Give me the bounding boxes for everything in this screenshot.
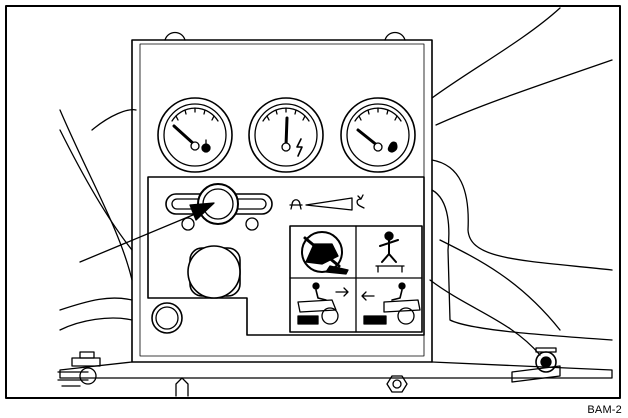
oil-pressure-gauge <box>340 97 416 173</box>
ignition-control[interactable] <box>187 245 241 299</box>
machine-background <box>59 7 613 356</box>
indicator-lamp-right <box>245 217 259 231</box>
turtle-icon <box>289 199 303 210</box>
safety-decals <box>289 225 423 333</box>
callout-arrow <box>79 202 215 263</box>
decal-plate <box>147 176 425 336</box>
temperature-gauge <box>157 97 233 173</box>
oil-can-icon <box>387 141 398 153</box>
mower-forward-icon <box>297 282 349 325</box>
thermometer-icon <box>201 139 211 153</box>
hour-meter-button[interactable] <box>151 302 183 334</box>
latch-right-icon <box>511 347 561 383</box>
hex-nut-icon <box>386 375 408 393</box>
panel-housing <box>59 31 613 379</box>
frame-details <box>57 347 561 397</box>
seat-operator-icon <box>375 231 405 273</box>
rollover-hazard-icon <box>301 231 349 275</box>
mower-reverse-icon <box>361 282 421 325</box>
figure-caption: BAM-2 <box>587 404 622 416</box>
rabbit-icon <box>356 194 365 209</box>
voltage-gauge <box>248 97 324 173</box>
throttle-speed-scale <box>289 194 365 211</box>
bolt-left-icon <box>57 351 101 387</box>
indicator-lamp-left <box>181 217 195 231</box>
figure-frame <box>5 5 621 399</box>
lightning-bolt-icon <box>296 138 303 157</box>
